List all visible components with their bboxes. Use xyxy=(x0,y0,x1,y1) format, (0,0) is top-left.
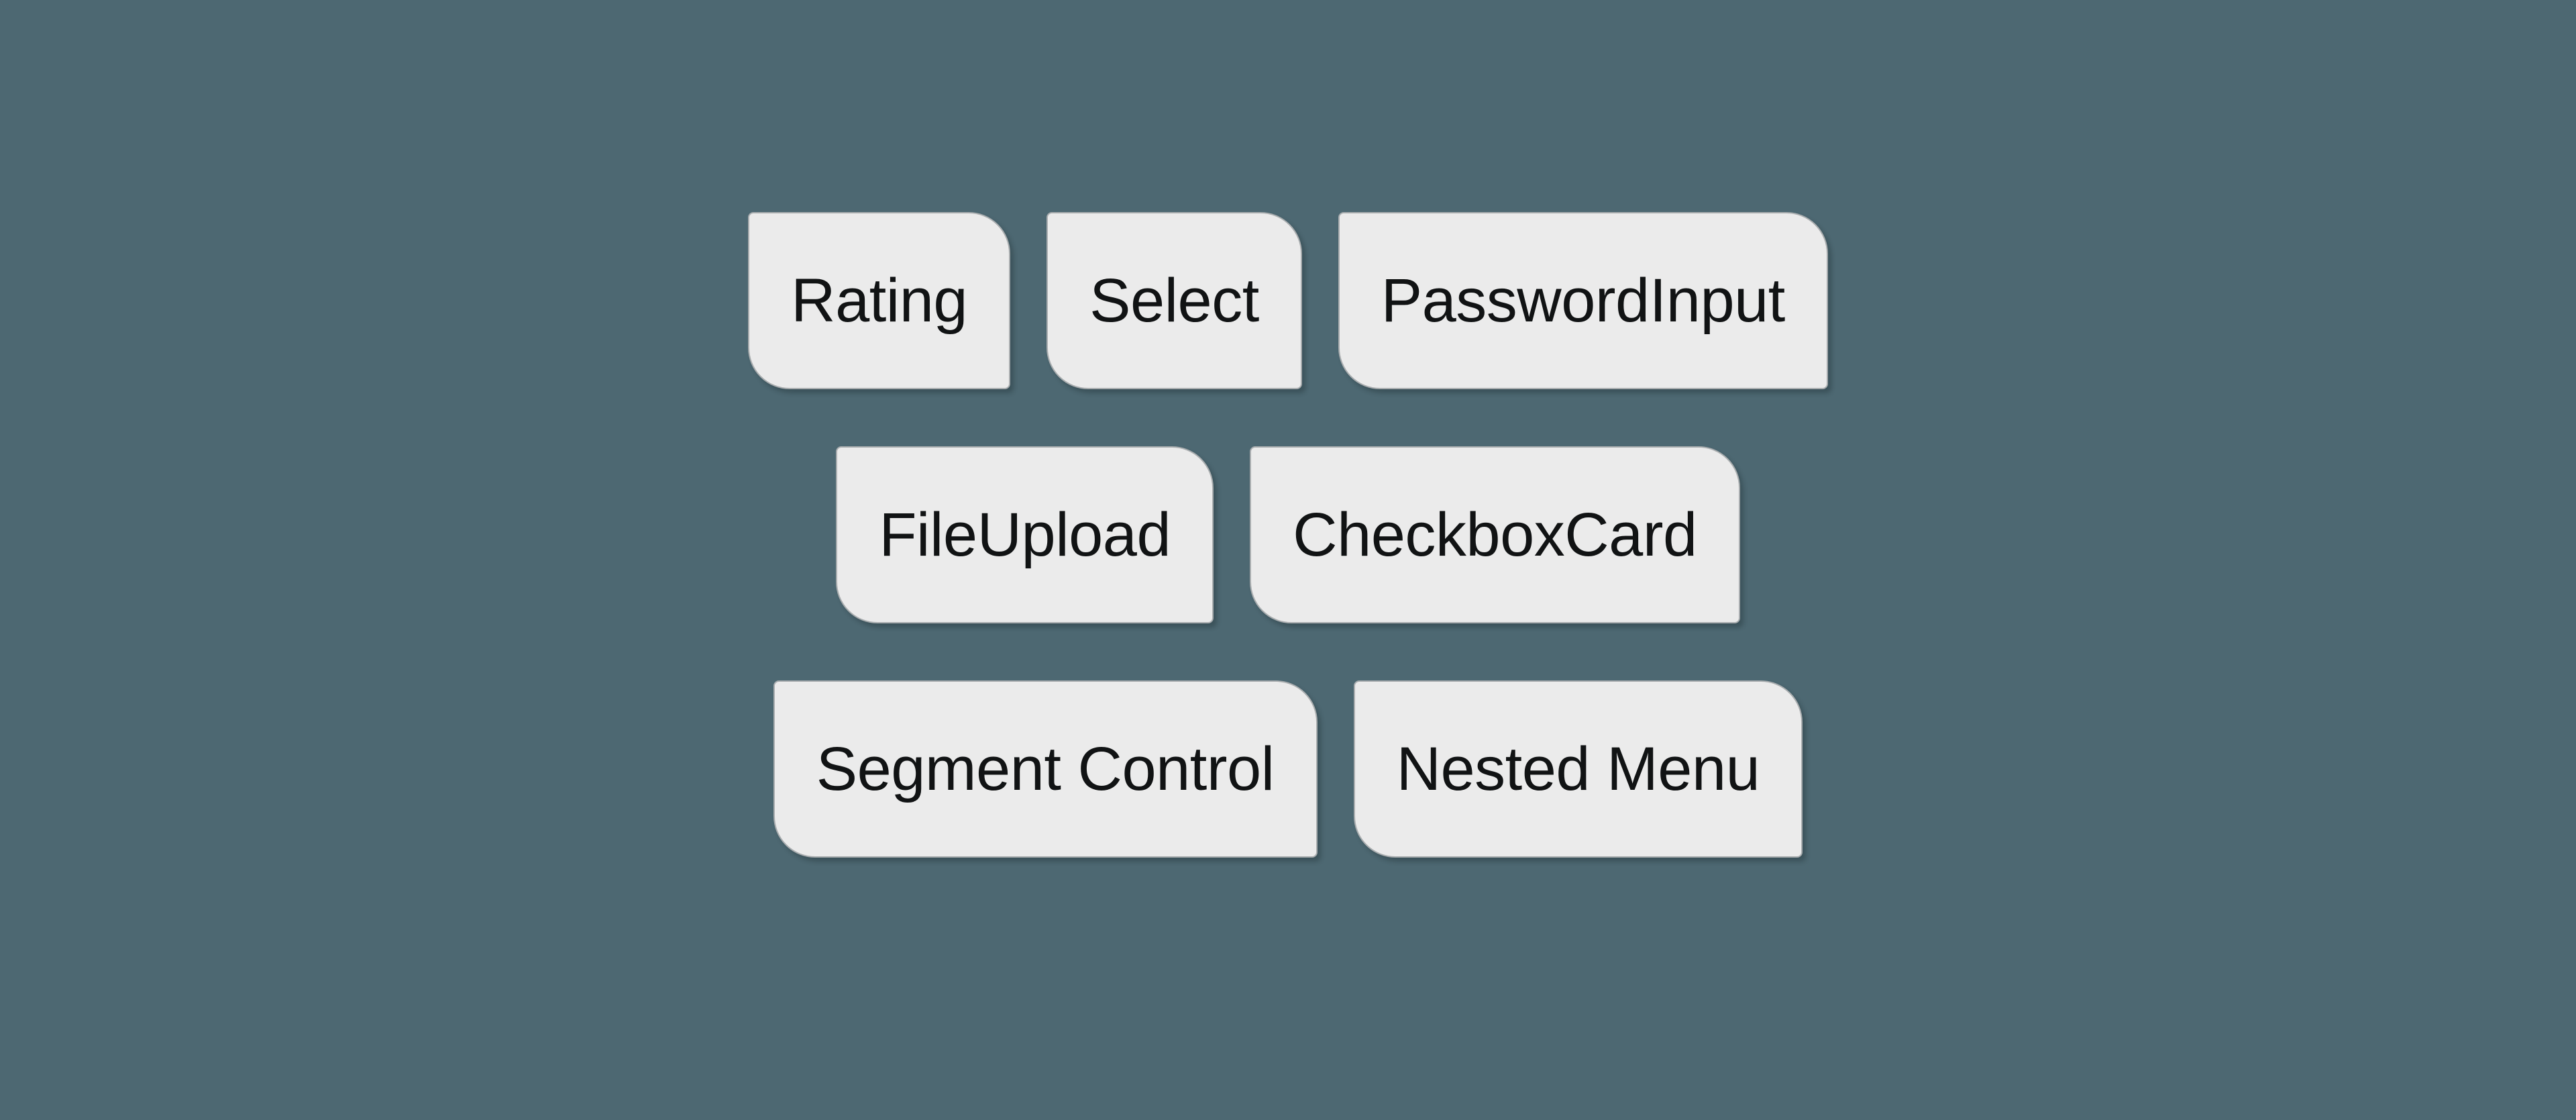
chip-row: Rating Select PasswordInput xyxy=(748,212,1828,389)
chip-label: Segment Control xyxy=(816,735,1275,803)
chip-segment-control[interactable]: Segment Control xyxy=(773,680,1318,858)
chip-nested-menu[interactable]: Nested Menu xyxy=(1353,680,1803,858)
chip-select[interactable]: Select xyxy=(1046,212,1302,389)
chip-label: Select xyxy=(1089,266,1259,335)
chip-fileupload[interactable]: FileUpload xyxy=(836,446,1214,623)
chip-row: Segment Control Nested Menu xyxy=(773,680,1803,858)
chip-label: Rating xyxy=(791,266,968,335)
chip-passwordinput[interactable]: PasswordInput xyxy=(1338,212,1828,389)
chip-rating[interactable]: Rating xyxy=(748,212,1011,389)
chip-checkboxcard[interactable]: CheckboxCard xyxy=(1250,446,1740,623)
chip-label: CheckboxCard xyxy=(1293,501,1697,569)
chip-label: Nested Menu xyxy=(1396,735,1760,803)
chip-label: PasswordInput xyxy=(1381,266,1786,335)
chip-row: FileUpload CheckboxCard xyxy=(836,446,1740,623)
chip-label: FileUpload xyxy=(879,501,1171,569)
